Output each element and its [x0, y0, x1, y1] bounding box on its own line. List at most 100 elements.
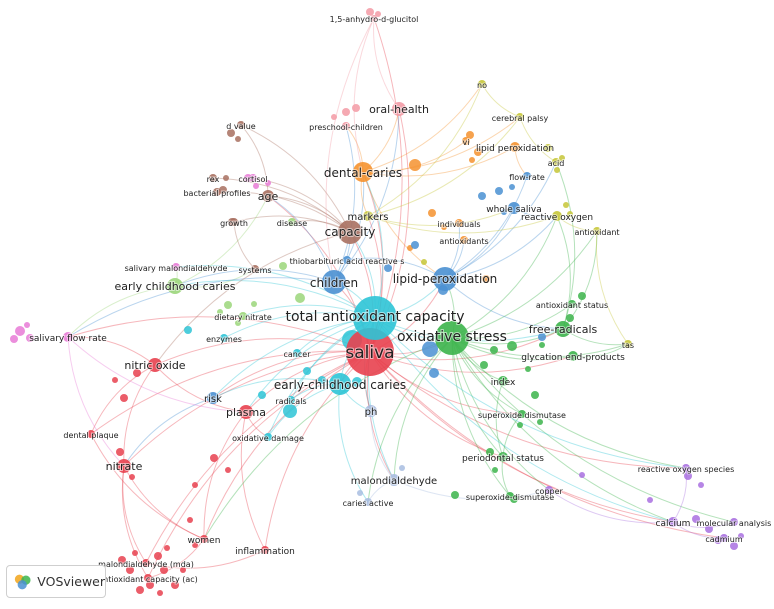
node-label-cerebral[interactable]: cerebral palsy	[491, 113, 550, 124]
node-dot-18[interactable]	[441, 224, 447, 230]
node-women[interactable]	[200, 535, 208, 543]
node-dot-89[interactable]	[192, 542, 198, 548]
node-dot-72[interactable]	[133, 369, 141, 377]
node-label-rex[interactable]: rex	[206, 174, 221, 185]
node-disease[interactable]	[288, 218, 296, 226]
node-dot-39[interactable]	[251, 301, 257, 307]
node-rex[interactable]	[209, 174, 217, 182]
node-systems[interactable]	[251, 265, 259, 273]
node-oxdamage[interactable]	[264, 433, 272, 441]
node-dot-31[interactable]	[422, 341, 438, 357]
node-dot-17[interactable]	[428, 209, 436, 217]
node-reactiveoxygen[interactable]	[552, 211, 562, 221]
node-dot-5[interactable]	[227, 129, 235, 137]
node-label-plasma[interactable]: plasma	[225, 405, 267, 420]
node-cariesactive[interactable]	[364, 498, 372, 506]
node-dot-41[interactable]	[295, 293, 305, 303]
node-cadmium[interactable]	[720, 534, 728, 542]
node-dot-92[interactable]	[705, 525, 713, 533]
node-dot-16[interactable]	[469, 157, 475, 163]
node-label-inflammation[interactable]: inflammation	[234, 546, 296, 558]
node-dot-77[interactable]	[192, 482, 198, 488]
node-dot-88[interactable]	[164, 545, 170, 551]
node-dot-82[interactable]	[136, 586, 144, 594]
node-dot-96[interactable]	[684, 472, 692, 480]
node-plasma[interactable]	[239, 405, 253, 419]
node-label-tac[interactable]: total antioxidant capacity	[285, 308, 466, 326]
node-antioxidants[interactable]	[460, 236, 468, 244]
node-index[interactable]	[498, 376, 508, 386]
node-dot-25[interactable]	[421, 259, 427, 265]
node-label-women[interactable]: women	[187, 535, 222, 547]
node-dot-65[interactable]	[399, 465, 405, 471]
node-mda[interactable]	[142, 559, 150, 567]
node-malon[interactable]	[388, 474, 400, 486]
node-label-antioxstatus[interactable]: antioxidant status	[535, 300, 609, 311]
node-label-antioxidant[interactable]: antioxidant	[573, 227, 620, 238]
node-ros[interactable]	[682, 464, 690, 472]
node-tba[interactable]	[343, 256, 351, 264]
node-label-radicals[interactable]: radicals	[274, 396, 307, 407]
node-label-disease[interactable]: disease	[276, 218, 308, 229]
node-dot-46[interactable]	[490, 346, 498, 354]
node-label-tba[interactable]: thiobarbituric acid reactive s	[289, 256, 406, 267]
node-dot-26[interactable]	[567, 211, 573, 217]
node-dot-56[interactable]	[451, 491, 459, 499]
node-calcium[interactable]	[668, 517, 678, 527]
node-dot-81[interactable]	[146, 581, 154, 589]
node-label-sod2[interactable]: superoxide-dismutase	[465, 492, 555, 503]
node-dot-97[interactable]	[698, 482, 704, 488]
node-dot-87[interactable]	[118, 556, 126, 564]
node-label-reactiveoxygen[interactable]: reactive oxygen	[520, 212, 594, 224]
node-dot-49[interactable]	[525, 366, 531, 372]
node-antioxstatus[interactable]	[568, 300, 576, 308]
node-dot-68[interactable]	[10, 335, 18, 343]
node-label-salmalon[interactable]: salivary malondialdehyde	[124, 263, 229, 274]
node-dot-11[interactable]	[253, 183, 259, 189]
node-dot-57[interactable]	[184, 326, 192, 334]
node-label-dietary[interactable]: dietary nitrate	[213, 312, 273, 323]
node-dot-85[interactable]	[126, 566, 134, 574]
node-dot-28[interactable]	[509, 184, 515, 190]
node-label-mda[interactable]: malondialdehyde (mda)	[97, 559, 195, 570]
node-dot-13[interactable]	[409, 159, 421, 171]
node-dentalplaque[interactable]	[87, 430, 95, 438]
node-dot-80[interactable]	[160, 566, 168, 574]
node-dot-86[interactable]	[132, 550, 138, 556]
node-perio[interactable]	[498, 452, 508, 462]
node-ph[interactable]	[365, 405, 377, 417]
node-dot-53[interactable]	[486, 448, 494, 456]
node-dot-44[interactable]	[566, 314, 574, 322]
node-dot-73[interactable]	[116, 448, 124, 456]
node-dot-60[interactable]	[303, 367, 311, 375]
node-label-risk[interactable]: risk	[203, 393, 223, 406]
node-individuals[interactable]	[455, 219, 463, 227]
node-capacity[interactable]	[338, 220, 362, 244]
node-dot-43[interactable]	[578, 292, 586, 300]
node-dot-50[interactable]	[531, 391, 539, 399]
node-label-cortisol[interactable]: cortisol	[237, 174, 268, 185]
node-dot-91[interactable]	[692, 515, 700, 523]
node-label-malon[interactable]: malondialdehyde	[350, 475, 438, 488]
node-dot-24[interactable]	[563, 202, 569, 208]
node-sod1[interactable]	[518, 410, 526, 418]
node-dot-83[interactable]	[157, 590, 163, 596]
node-dot-67[interactable]	[26, 334, 34, 342]
node-dot-71[interactable]	[112, 377, 118, 383]
node-label-individuals[interactable]: individuals	[437, 219, 482, 230]
node-dot-2[interactable]	[352, 104, 360, 112]
node-label-ph[interactable]: ph	[364, 406, 379, 419]
node-label-ros[interactable]: reactive oxygen species	[637, 464, 736, 475]
node-dot-33[interactable]	[384, 264, 392, 272]
node-bacterial[interactable]	[213, 188, 221, 196]
node-salflow[interactable]	[63, 332, 73, 342]
node-label-salflow[interactable]: salivary flow rate	[28, 333, 108, 345]
node-dot-61[interactable]	[318, 376, 326, 384]
node-dot-0[interactable]	[366, 8, 374, 16]
node-label-cancer[interactable]: cancer	[283, 349, 313, 360]
node-dot-90[interactable]	[180, 567, 186, 573]
node-dot-64[interactable]	[357, 490, 363, 496]
node-enzymes[interactable]	[220, 334, 228, 342]
node-lipidperoxidation[interactable]	[510, 142, 520, 152]
node-dot-1[interactable]	[375, 11, 381, 17]
